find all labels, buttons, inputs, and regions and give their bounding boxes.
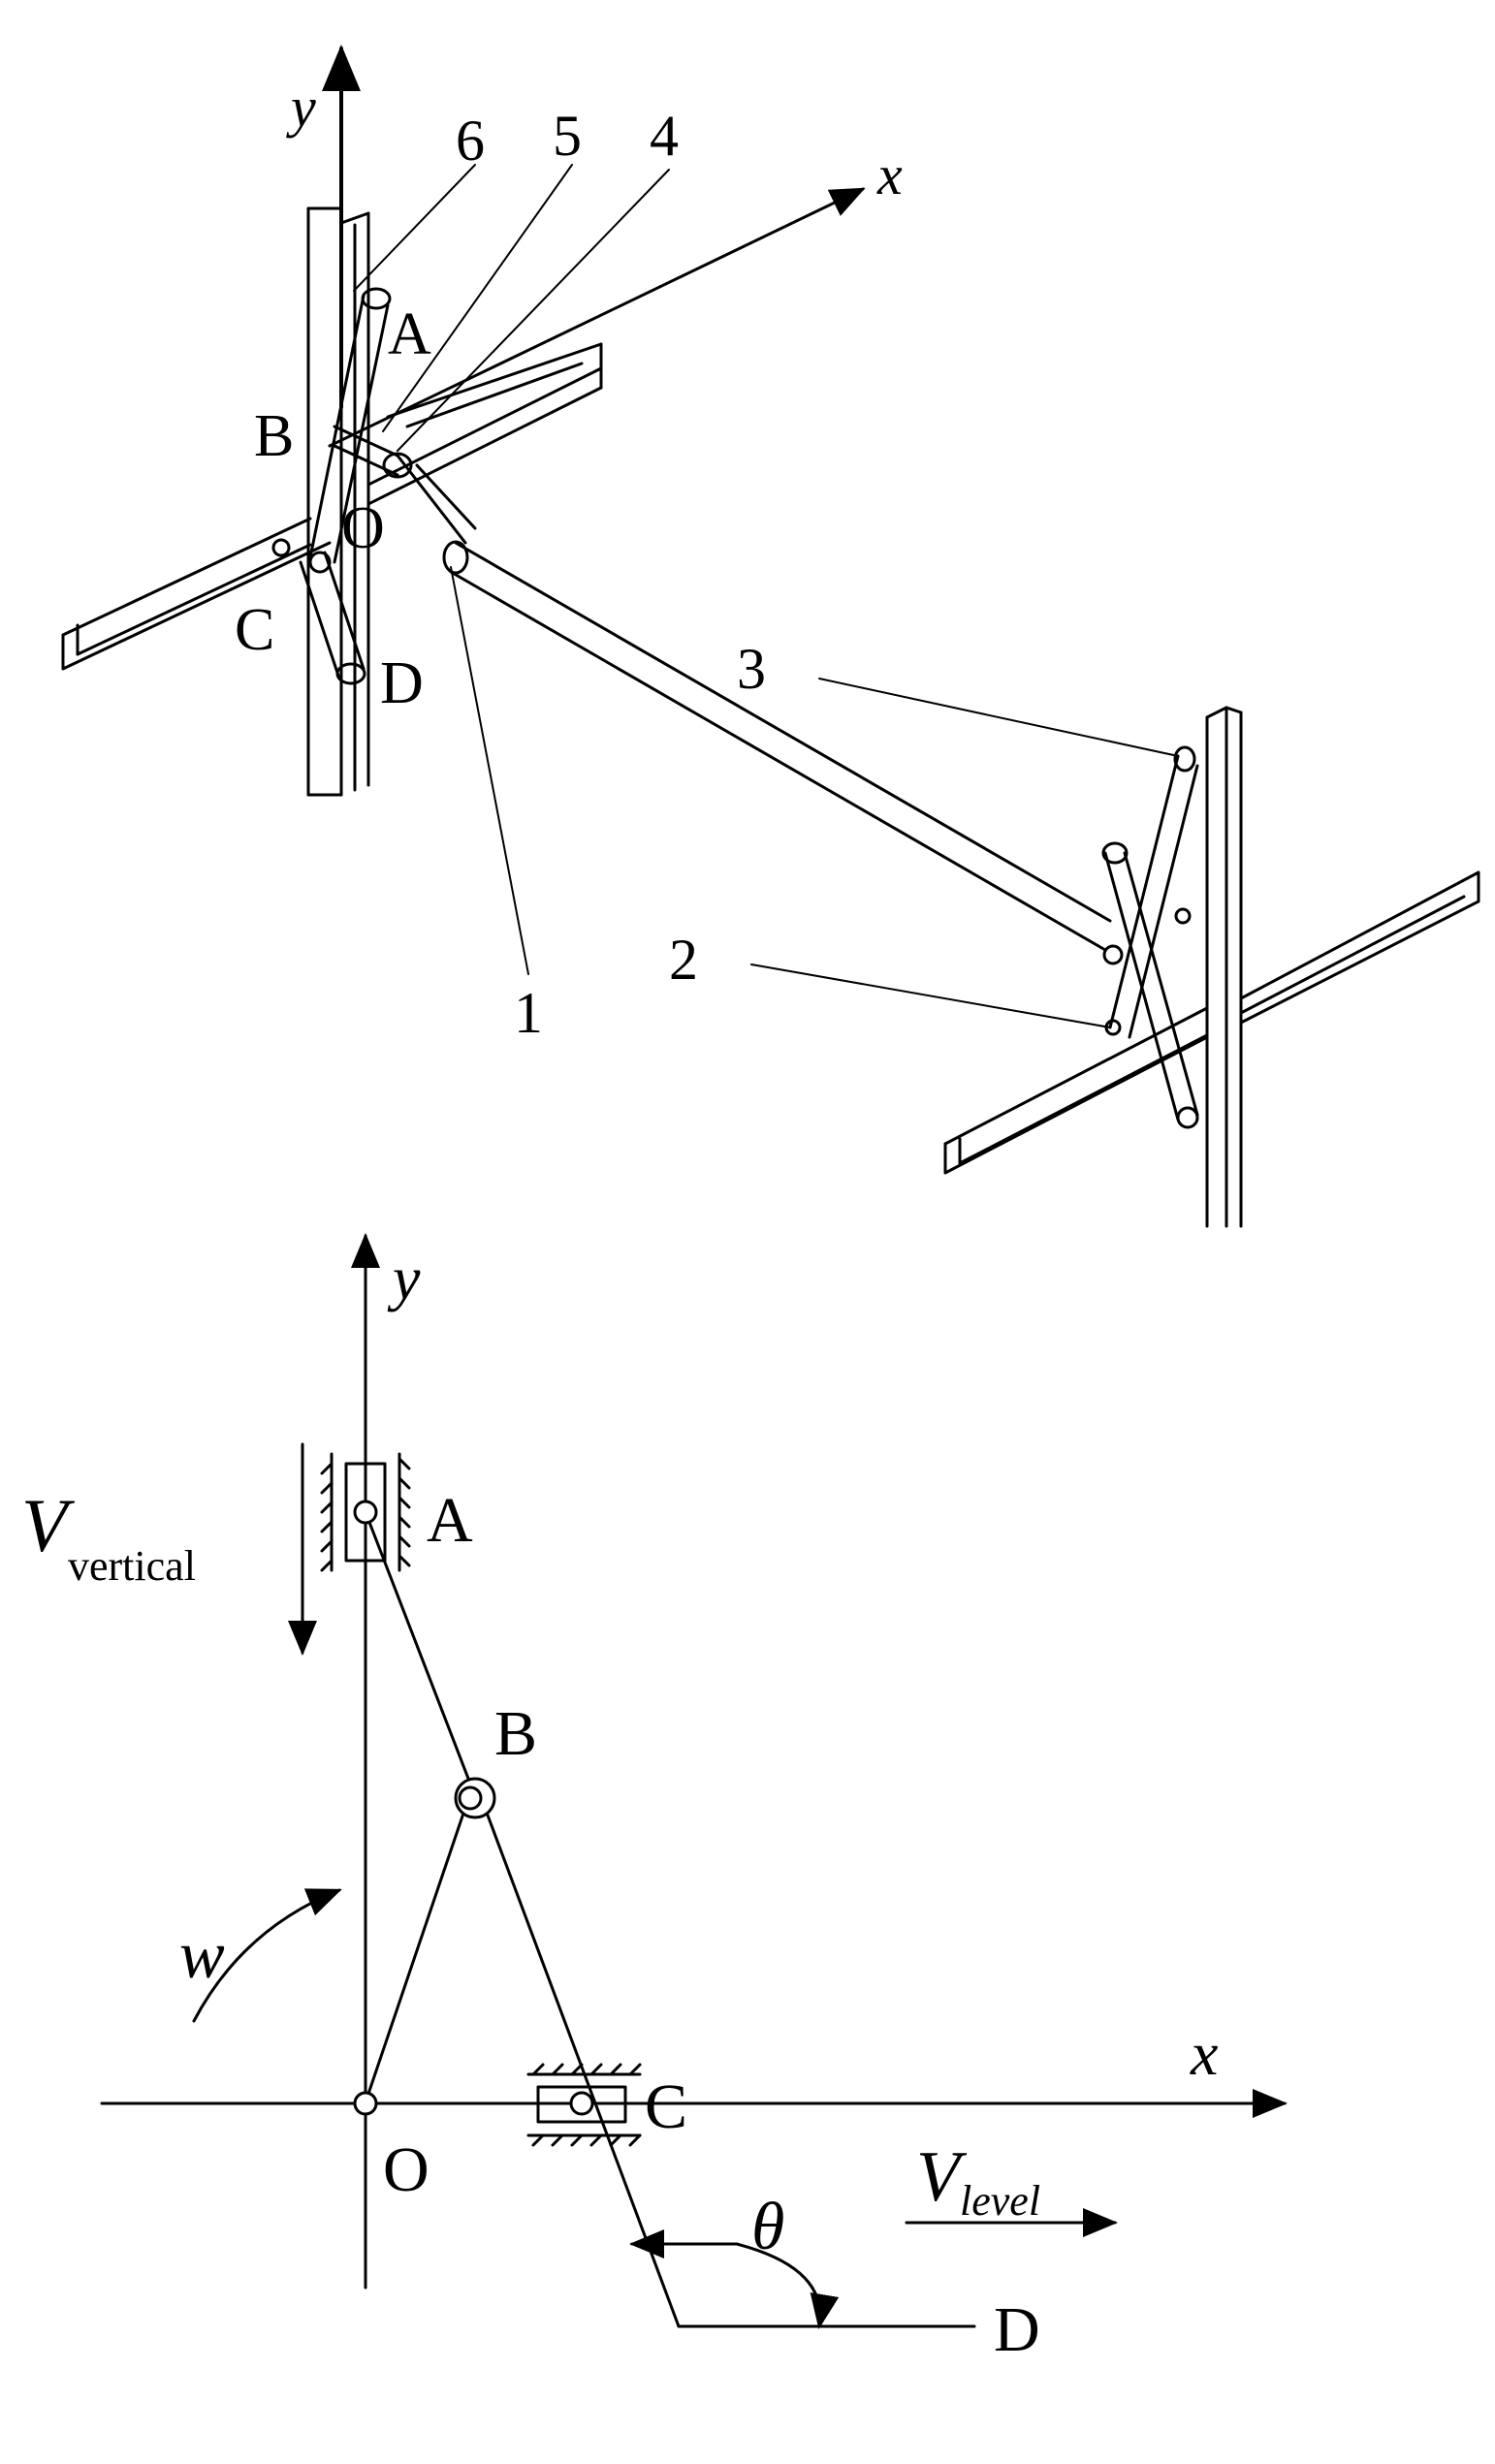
iso-label-B: B bbox=[254, 403, 294, 469]
iso-label-5: 5 bbox=[553, 104, 582, 168]
sch-label-C: C bbox=[645, 2071, 687, 2142]
v-vertical-label: V bbox=[21, 1483, 76, 1567]
schematic-view: y x bbox=[21, 1233, 1288, 2365]
iso-label-3: 3 bbox=[737, 637, 766, 701]
sch-y-label: y bbox=[387, 1244, 421, 1312]
slider-a bbox=[320, 1452, 411, 1572]
iso-label-A: A bbox=[388, 301, 431, 367]
right-horizontal-beam bbox=[943, 870, 1480, 1175]
joint-c bbox=[569, 2091, 594, 2116]
iso-label-2: 2 bbox=[669, 928, 698, 992]
v-vertical-subscript: vertical bbox=[68, 1542, 196, 1590]
iso-x-label: x bbox=[876, 143, 903, 206]
iso-label-C: C bbox=[235, 597, 274, 663]
sch-label-O: O bbox=[383, 2134, 429, 2205]
sch-label-B: B bbox=[494, 1698, 537, 1769]
leader-lines bbox=[353, 164, 1179, 1028]
iso-label-4: 4 bbox=[650, 104, 679, 168]
sch-label-D: D bbox=[994, 2294, 1040, 2365]
sch-x-label: x bbox=[1190, 2019, 1218, 2088]
omega-label: w bbox=[179, 1918, 225, 1993]
iso-y-label: y bbox=[286, 76, 316, 139]
iso-label-6: 6 bbox=[456, 109, 485, 173]
right-linkage bbox=[1101, 745, 1199, 1129]
v-level-label: V bbox=[916, 2137, 968, 2217]
theta-label: θ bbox=[751, 2190, 784, 2264]
joint-a bbox=[353, 1500, 378, 1525]
joint-o bbox=[353, 2091, 378, 2116]
right-vertical-post bbox=[1205, 706, 1243, 1228]
iso-label-O: O bbox=[341, 495, 385, 561]
iso-label-1: 1 bbox=[514, 981, 543, 1045]
theta-arc bbox=[735, 2242, 840, 2329]
iso-label-D: D bbox=[380, 650, 424, 716]
joint-b bbox=[458, 1785, 483, 1811]
isometric-view: y x bbox=[61, 45, 1480, 1228]
connecting-rod bbox=[449, 541, 1112, 952]
v-level-subscript: level bbox=[960, 2177, 1040, 2225]
sch-label-A: A bbox=[427, 1485, 473, 1556]
left-horizontal-beam bbox=[61, 342, 603, 671]
left-linkage bbox=[271, 287, 477, 685]
slider-c bbox=[526, 2063, 642, 2147]
omega-arrow bbox=[192, 1888, 342, 2023]
schematic-links bbox=[364, 1510, 976, 2328]
schematic-joints bbox=[353, 1500, 594, 2116]
iso-x-axis bbox=[328, 187, 866, 448]
